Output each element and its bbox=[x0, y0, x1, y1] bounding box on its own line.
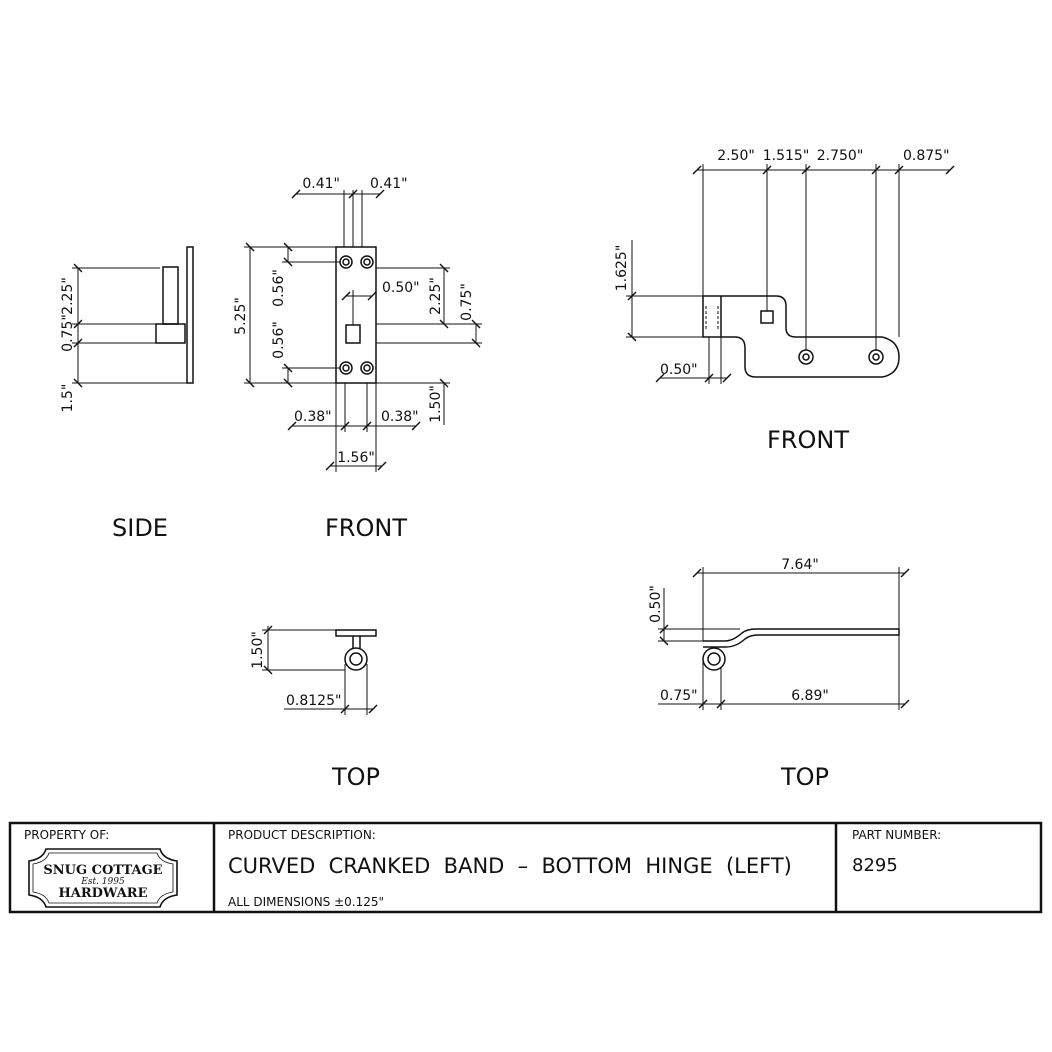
logo-line-2: Est. 1995 bbox=[80, 877, 125, 887]
front-dim-0.38-right: 0.38" bbox=[381, 409, 419, 425]
front-dim-0.41-left: 0.41" bbox=[302, 176, 340, 192]
description-label: PRODUCT DESCRIPTION: bbox=[228, 828, 376, 842]
side-view bbox=[72, 246, 194, 388]
front-dim-1.50: 1.50" bbox=[428, 385, 444, 423]
side-view-label: SIDE bbox=[112, 514, 168, 542]
side-dim-1.5: 1.5" bbox=[60, 384, 76, 413]
front-r-dim-0.50: 0.50" bbox=[660, 362, 698, 378]
side-dim-0.75: 0.75" bbox=[60, 314, 76, 352]
logo-line-3: HARDWARE bbox=[58, 886, 147, 901]
front-dim-0.41-right: 0.41" bbox=[370, 176, 408, 192]
company-logo: SNUG COTTAGE Est. 1995 HARDWARE bbox=[28, 848, 178, 908]
front-r-dim-0.875: 0.875" bbox=[903, 148, 950, 164]
top-r-dim-0.50: 0.50" bbox=[648, 585, 664, 623]
top-r-dim-6.89: 6.89" bbox=[791, 688, 829, 704]
front-dim-0.56-top: 0.56" bbox=[271, 269, 287, 307]
top-strap bbox=[703, 628, 900, 648]
front-r-dim-2.750: 2.750" bbox=[817, 148, 864, 164]
top-view-left bbox=[262, 626, 378, 715]
front-view-right bbox=[626, 164, 955, 384]
top-r-dim-0.75: 0.75" bbox=[660, 688, 698, 704]
top-view-right bbox=[658, 567, 910, 710]
side-strap-end bbox=[155, 323, 186, 344]
top-right-view-label: TOP bbox=[780, 763, 829, 791]
top-left-view-label: TOP bbox=[331, 763, 380, 791]
top-l-dim-1.50: 1.50" bbox=[250, 631, 266, 669]
front-view-left bbox=[244, 189, 482, 472]
front-r-dim-2.50: 2.50" bbox=[717, 148, 755, 164]
front-dim-0.56-bottom: 0.56" bbox=[271, 321, 287, 359]
part-number: 8295 bbox=[852, 855, 898, 876]
top-plate bbox=[335, 629, 377, 637]
title-block bbox=[8, 821, 1043, 914]
strap-outline bbox=[702, 295, 900, 378]
property-label: PROPERTY OF: bbox=[24, 828, 109, 842]
product-description: CURVED CRANKED BAND – BOTTOM HINGE (LEFT… bbox=[228, 854, 792, 878]
front-r-dim-1.515: 1.515" bbox=[763, 148, 810, 164]
logo-line-1: SNUG COTTAGE bbox=[43, 863, 162, 878]
front-dim-0.38-left: 0.38" bbox=[294, 409, 332, 425]
top-l-dim-0.8125: 0.8125" bbox=[286, 693, 341, 709]
top-r-dim-7.64: 7.64" bbox=[781, 557, 819, 573]
tolerance-note: ALL DIMENSIONS ±0.125" bbox=[228, 895, 384, 909]
front-slot bbox=[345, 324, 361, 344]
side-plate bbox=[186, 246, 194, 384]
front-right-view-label: FRONT bbox=[767, 426, 849, 454]
front-r-dim-1.625: 1.625" bbox=[614, 245, 630, 292]
side-dim-2.25: 2.25" bbox=[60, 277, 76, 315]
front-dim-0.50: 0.50" bbox=[382, 280, 420, 296]
side-pin bbox=[162, 266, 179, 325]
front-dim-2.25: 2.25" bbox=[428, 277, 444, 315]
part-number-label: PART NUMBER: bbox=[852, 828, 941, 842]
front-dim-1.56: 1.56" bbox=[337, 450, 375, 466]
front-dim-5.25: 5.25" bbox=[233, 297, 249, 335]
front-plate bbox=[335, 246, 377, 384]
front-left-view-label: FRONT bbox=[325, 514, 407, 542]
front-dim-0.75: 0.75" bbox=[459, 283, 475, 321]
